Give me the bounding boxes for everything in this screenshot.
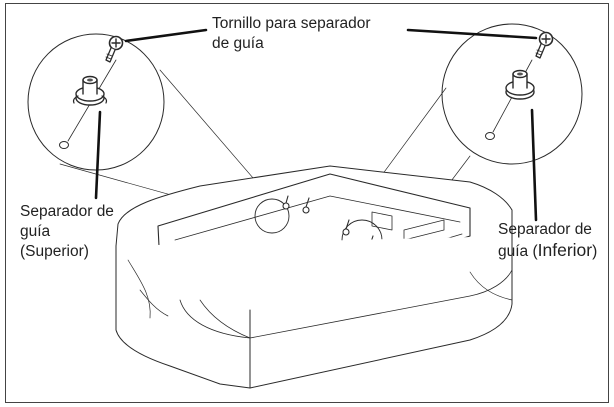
tv-on-box [115, 165, 513, 389]
screw-left-icon [105, 35, 124, 63]
label-guide-lower-line2: guía (Inferior) [498, 240, 597, 262]
label-screw: Tornillo para separador de guía [212, 14, 371, 54]
guide-spacer-upper-icon [72, 75, 108, 106]
label-screw-line1: Tornillo para separador [212, 15, 371, 32]
label-guide-upper-line1: Separador de [20, 203, 114, 220]
label-guide-upper-line3: (Superior) [20, 243, 89, 260]
detail-circle-left [27, 33, 165, 171]
screw-right-icon [535, 31, 554, 59]
leader-lines [94, 28, 538, 222]
label-guide-lower-word: Inferior [537, 240, 593, 260]
label-guide-lower-suffix: ) [592, 243, 598, 260]
label-guide-upper: Separador de guía (Superior) [20, 202, 114, 262]
guide-spacer-lower-icon [505, 69, 535, 100]
label-screw-line2: de guía [212, 35, 264, 52]
diagram-frame [5, 3, 609, 403]
label-guide-upper-line2: guía [20, 223, 51, 240]
detail-circle-right [441, 23, 583, 165]
label-guide-lower: Separador de guía (Inferior) [498, 220, 597, 262]
label-guide-lower-prefix: guía ( [498, 243, 538, 260]
label-guide-lower-line1: Separador de [498, 221, 592, 238]
